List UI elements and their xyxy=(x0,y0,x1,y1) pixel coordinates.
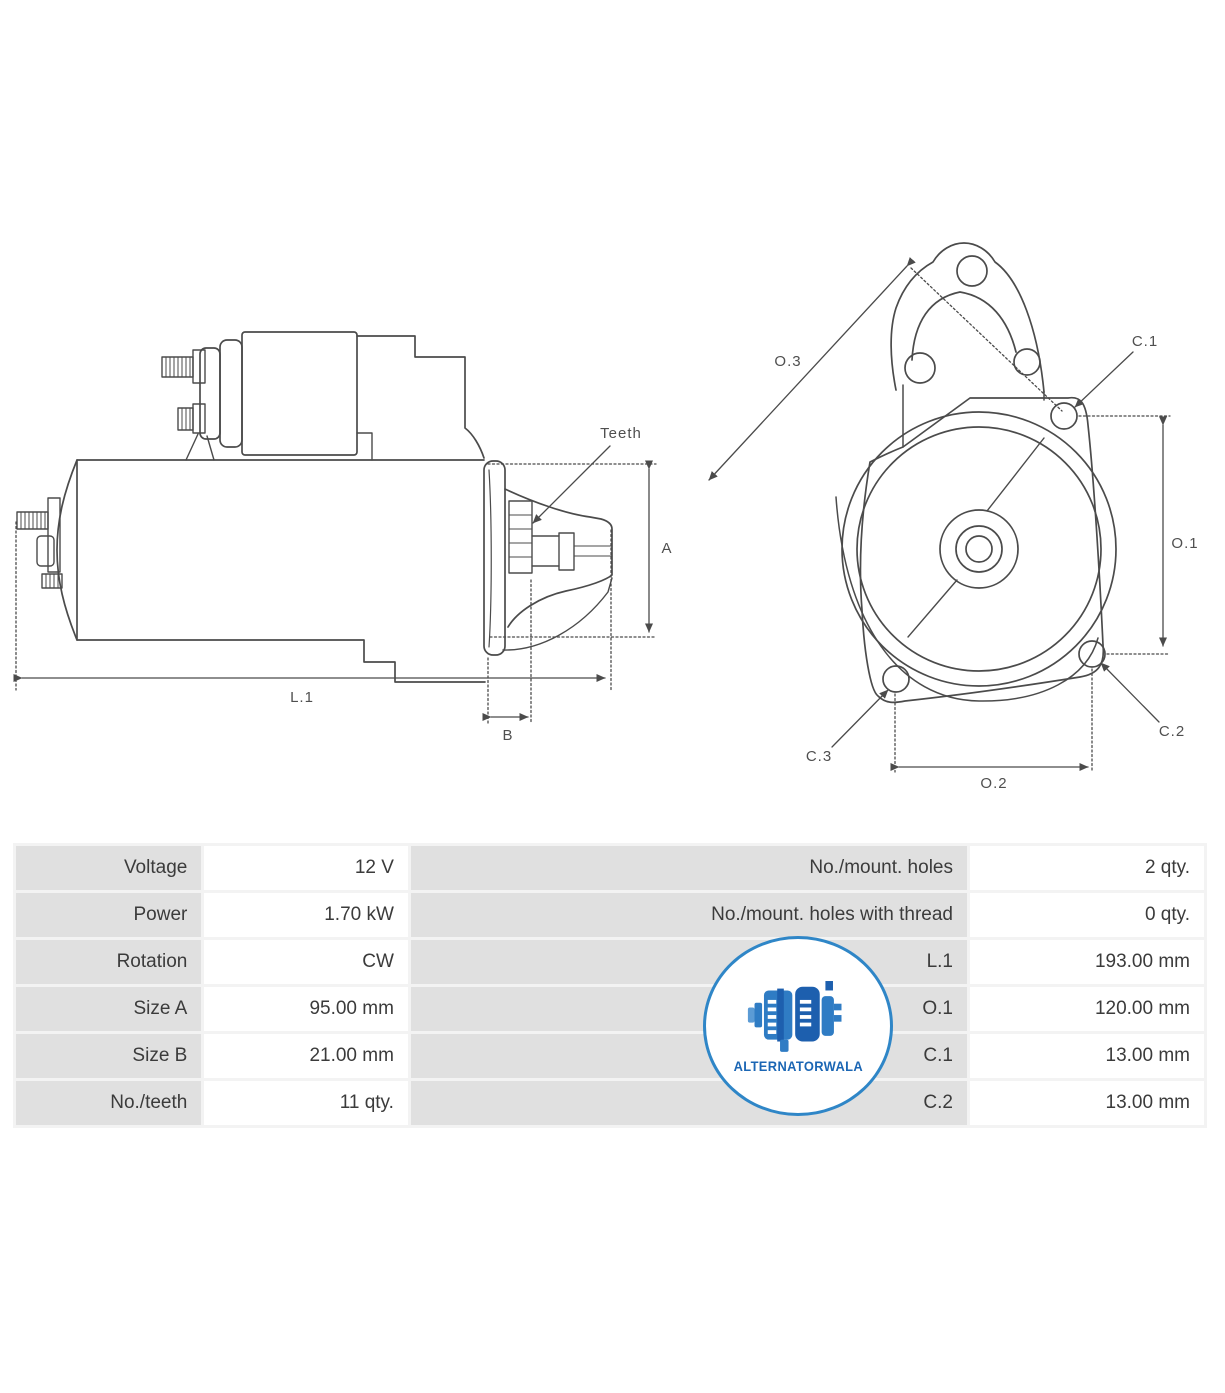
spec-label: No./mount. holes xyxy=(410,846,967,890)
spec-label: L.1 xyxy=(410,940,967,984)
dim-label-c1: C.1 xyxy=(1132,333,1158,350)
spec-value: 1.70 kW xyxy=(204,893,408,937)
flange-rim xyxy=(483,460,506,656)
spec-value: 193.00 mm xyxy=(969,940,1204,984)
front-view-dim-labels: O.3 C.1 O.1 C.2 C.3 O.2 xyxy=(774,333,1198,792)
front-view-drawing: O.3 C.1 O.1 C.2 C.3 O.2 xyxy=(708,242,1198,792)
spec-value: CW xyxy=(204,940,408,984)
shaft-hub xyxy=(907,437,1045,638)
motor-body xyxy=(56,459,486,683)
table-row: Size B 21.00 mm C.1 13.00 mm xyxy=(16,1034,1204,1078)
spec-value: 2 qty. xyxy=(969,846,1204,890)
dim-label-l1: L.1 xyxy=(290,689,314,706)
dim-label-o1: O.1 xyxy=(1171,535,1198,552)
hole-c2 xyxy=(1078,640,1106,668)
hole-c3 xyxy=(882,665,910,693)
spec-label: Power xyxy=(16,893,202,937)
bracket-left-hole xyxy=(904,352,936,384)
spec-value: 120.00 mm xyxy=(969,987,1204,1031)
flange-holes xyxy=(882,402,1106,693)
spec-value: 13.00 mm xyxy=(969,1081,1204,1125)
front-view-dimensions xyxy=(708,257,1171,773)
bracket-top-hole xyxy=(956,255,988,287)
dim-label-c3: C.3 xyxy=(806,748,832,765)
dim-label-teeth: Teeth xyxy=(600,425,642,442)
spec-label: Voltage xyxy=(16,846,202,890)
spec-label: No./teeth xyxy=(16,1081,202,1125)
pinion-gear xyxy=(508,500,613,574)
spec-label: Rotation xyxy=(16,940,202,984)
spec-value: 12 V xyxy=(204,846,408,890)
table-row: Voltage 12 V No./mount. holes 2 qty. xyxy=(16,846,1204,890)
spec-label: No./mount. holes with thread xyxy=(410,893,967,937)
spec-value: 0 qty. xyxy=(969,893,1204,937)
gear-housing-circles xyxy=(835,411,1117,702)
solenoid-joint xyxy=(356,432,373,461)
table-row: Rotation CW L.1 193.00 mm xyxy=(16,940,1204,984)
brand-name: ALTERNATORWALA xyxy=(733,1057,863,1074)
dim-label-a: A xyxy=(661,540,672,557)
side-view-drawing: Teeth A L.1 B xyxy=(13,331,672,744)
dim-label-b: B xyxy=(502,727,513,744)
side-view-dimensions xyxy=(13,445,657,725)
side-view-dim-labels: Teeth A L.1 B xyxy=(290,425,672,744)
alternator-logo-icon xyxy=(747,980,842,1052)
solenoid-terminals xyxy=(161,349,206,434)
table-row: No./teeth 11 qty. C.2 13.00 mm xyxy=(16,1081,1204,1125)
pinion-housing xyxy=(502,488,613,651)
spec-label: C.2 xyxy=(410,1081,967,1125)
table-row: Power 1.70 kW No./mount. holes with thre… xyxy=(16,893,1204,937)
spec-value: 13.00 mm xyxy=(969,1034,1204,1078)
table-row: Size A 95.00 mm O.1 120.00 mm xyxy=(16,987,1204,1031)
spec-label: Size A xyxy=(16,987,202,1031)
terminal-studs-left xyxy=(16,497,63,589)
spec-value: 21.00 mm xyxy=(204,1034,408,1078)
technical-drawings: Teeth A L.1 B xyxy=(13,242,1198,792)
dim-label-c2: C.2 xyxy=(1159,723,1185,740)
dim-label-o2: O.2 xyxy=(980,775,1007,792)
solenoid xyxy=(185,331,358,461)
dim-label-o3: O.3 xyxy=(774,353,801,370)
spec-value: 95.00 mm xyxy=(204,987,408,1031)
hole-c1 xyxy=(1050,402,1078,430)
upper-bracket xyxy=(890,242,1045,448)
spec-label: Size B xyxy=(16,1034,202,1078)
drive-end-top-profile xyxy=(356,335,485,459)
spec-table: Voltage 12 V No./mount. holes 2 qty. Pow… xyxy=(13,843,1207,1128)
spec-value: 11 qty. xyxy=(204,1081,408,1125)
bracket-right-hole xyxy=(1013,348,1041,376)
brand-logo-badge: ALTERNATORWALA xyxy=(703,936,893,1116)
